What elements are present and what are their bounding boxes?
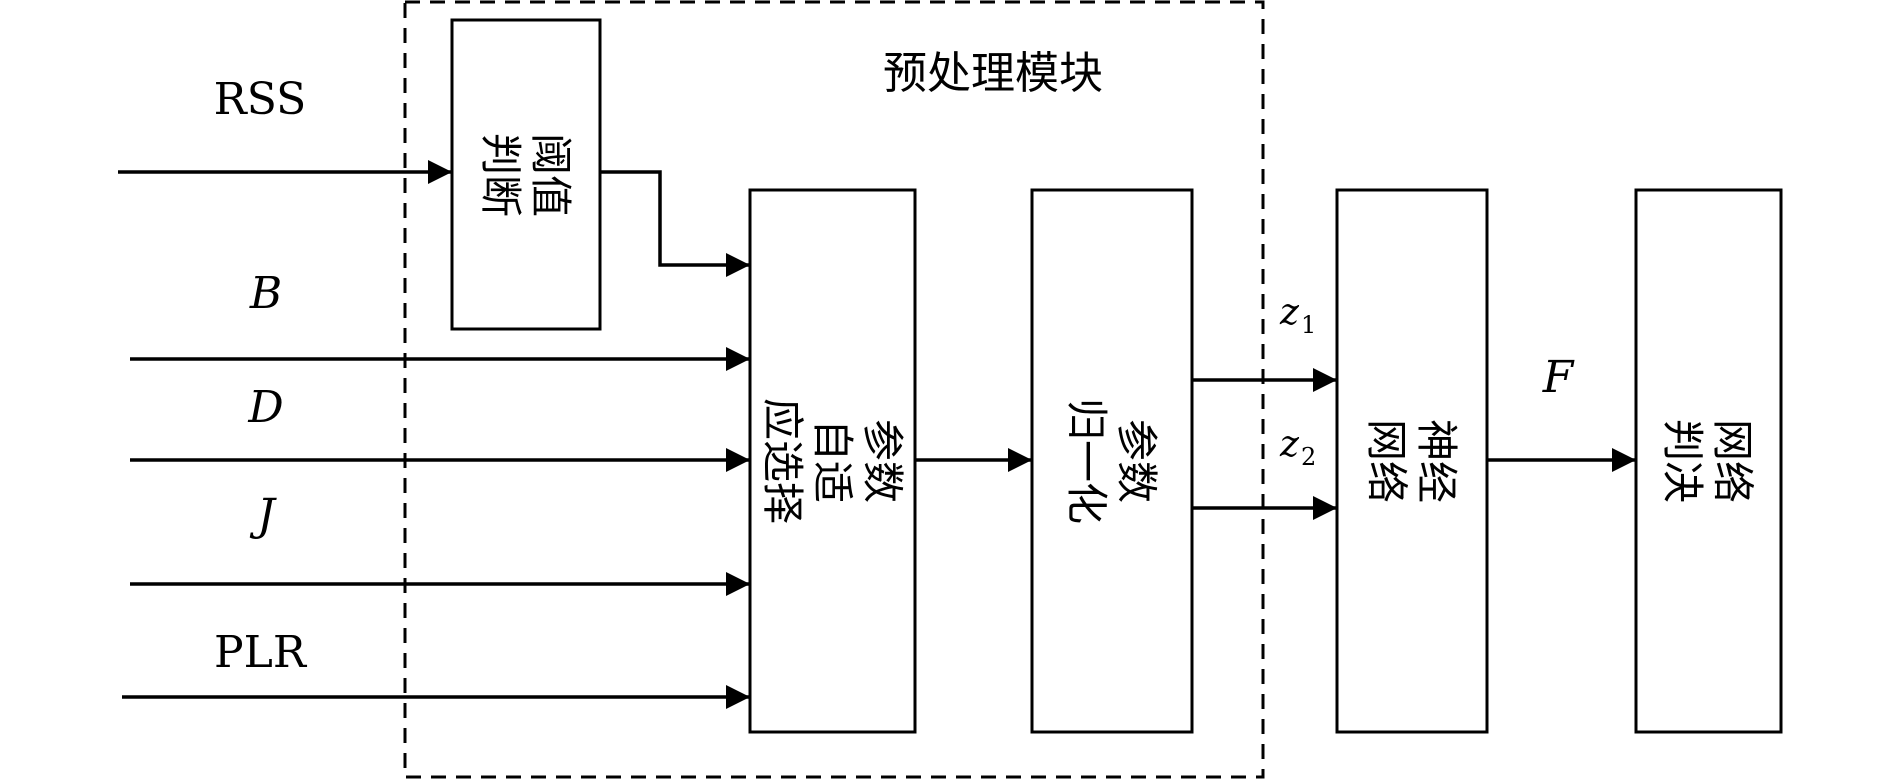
param-normalize-block <box>1030 188 1194 734</box>
input-label-d: D <box>247 382 283 433</box>
neural-network-block <box>1335 188 1489 734</box>
neural-network-label-line1: 神经 <box>1412 419 1461 503</box>
threshold-label-line2: 判断 <box>476 133 525 217</box>
input-label-plr: PLR <box>214 627 308 678</box>
param-select-label-line2: 自适 <box>808 419 857 503</box>
input-label-rss: RSS <box>214 74 307 125</box>
network-decision-label-line2: 判决 <box>1658 419 1707 503</box>
param-normalize-label-line1: 参数 <box>1112 419 1161 503</box>
param-select-block <box>748 188 917 734</box>
threshold-block <box>450 18 602 331</box>
network-decision-label-line1: 网络 <box>1708 419 1757 503</box>
param-select-label-line1: 参数 <box>858 419 907 503</box>
input-label-b: B <box>249 268 282 319</box>
z1-label: z1 <box>1279 292 1316 339</box>
input-label-j: J <box>249 490 277 541</box>
neural-network-label-line2: 网络 <box>1362 419 1411 503</box>
network-decision-block <box>1634 188 1783 734</box>
z2-label: z2 <box>1279 424 1316 471</box>
param-normalize-label-line2: 归一化 <box>1062 398 1111 524</box>
threshold-to-select-arrow <box>600 170 750 277</box>
preprocessing-module-boundary <box>403 0 1265 779</box>
threshold-label-line1: 阈值 <box>526 133 575 217</box>
f-label: F <box>1542 352 1575 403</box>
module-title: 预处理模块 <box>883 48 1103 99</box>
param-select-label-line3: 应选择 <box>758 398 807 524</box>
